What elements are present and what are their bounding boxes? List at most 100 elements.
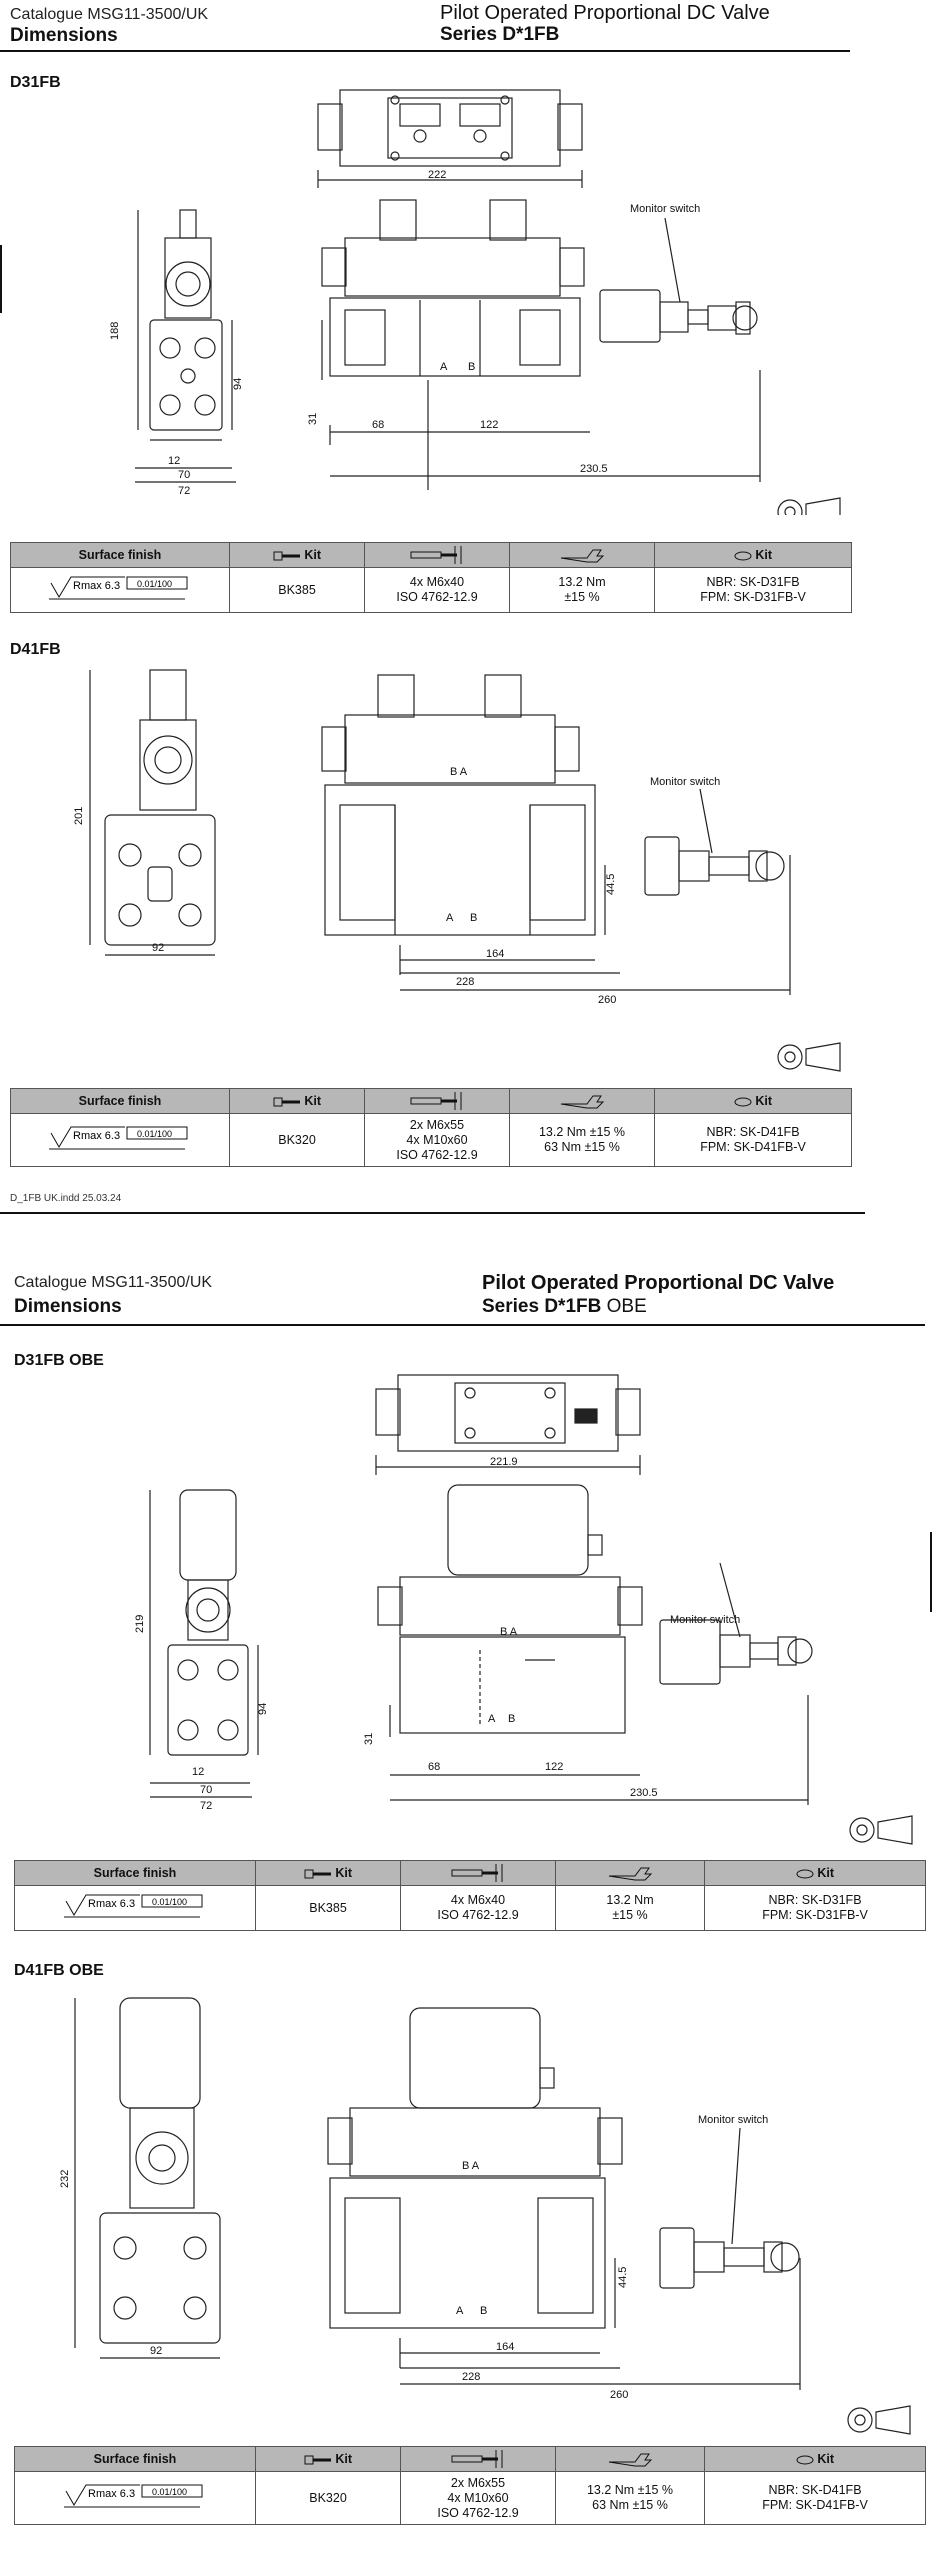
torque-cell: 13.2 Nm ±15 %63 Nm ±15 %	[555, 2471, 705, 2525]
o-ring-icon	[796, 2455, 814, 2465]
d31-dim-122: 122	[480, 419, 498, 431]
seal-kit-header: Kit	[654, 1088, 852, 1114]
caliper-screw-icon	[410, 1092, 462, 1110]
o-ring-icon	[734, 551, 752, 561]
header-rule	[0, 1324, 925, 1326]
d41-symbols	[777, 1042, 841, 1072]
d31obe-dim-230: 230.5	[630, 1787, 658, 1799]
series-suffix: OBE	[601, 1296, 647, 1317]
svg-text:0.01/100: 0.01/100	[137, 579, 172, 589]
d31obe-dim-122: 122	[545, 1761, 563, 1773]
kit-header: Kit	[229, 1088, 365, 1114]
section-title: Dimensions	[14, 1296, 122, 1317]
d41-spec-table: Surface finish Kit Kit Rmax 6.3 0.01/100	[10, 1088, 852, 1167]
screw-kit-icon	[304, 1869, 331, 1879]
torque-header	[509, 542, 655, 568]
roughness-symbol: Rmax 6.3 0.01/100	[64, 2484, 203, 2508]
d31-spec-table: Surface finish Kit Kit Rmax 6.3 0.01/100	[10, 542, 852, 613]
svg-text:0.01/100: 0.01/100	[137, 1129, 172, 1139]
kit-cell: BK385	[255, 1885, 401, 1931]
d41obe-drawing: 232 92 44.5 164 228 260 Monitor switch B…	[59, 1997, 911, 2435]
torque-cell: 13.2 Nm±15 %	[555, 1885, 705, 1931]
d31obe-dim-side: 94	[257, 1703, 269, 1715]
d41obe-dim-44: 44.5	[617, 2267, 629, 2288]
margin-mark	[0, 245, 2, 313]
roughness-symbol: Rmax 6.3 0.01/100	[49, 576, 188, 600]
d31-dim-height: 188	[109, 322, 121, 340]
d31-monitor-switch	[599, 217, 758, 343]
catalogue-number: Catalogue MSG11-3500/UK	[14, 1274, 213, 1291]
surface-finish-cell: Rmax 6.3 0.01/100	[14, 2471, 256, 2525]
d31-dim-a: 12	[168, 455, 180, 467]
d41-dim-44: 44.5	[605, 874, 617, 895]
d41-dim-260: 260	[598, 994, 616, 1006]
caliper-screw-icon	[410, 546, 462, 564]
surface-finish-header: Surface finish	[14, 2446, 256, 2472]
screw-header	[400, 1860, 556, 1886]
screw-header	[364, 1088, 510, 1114]
page-separator	[0, 1212, 865, 1214]
screw-header	[364, 542, 510, 568]
torque-header	[555, 2446, 705, 2472]
svg-text:0.01/100: 0.01/100	[152, 1897, 187, 1907]
d31-drawing: 222 188 94 31 12 70 72 68 122 230.5 Moni…	[109, 89, 841, 515]
d41obe-monitor-label: Monitor switch	[698, 2114, 768, 2126]
torque-cell: 13.2 Nm±15 %	[509, 567, 655, 613]
d41-port-b-top: B A	[450, 766, 468, 778]
d41obe-side-view	[74, 1997, 221, 2359]
svg-text:Rmax 6.3: Rmax 6.3	[88, 1898, 135, 1910]
d41-dim-164: 164	[486, 948, 504, 960]
d31obe-port-ba: B A	[500, 1626, 518, 1638]
d31obe-dim-c: 72	[200, 1800, 212, 1812]
d31-dim-side: 94	[232, 378, 244, 390]
d31obe-port-b: B	[508, 1713, 515, 1725]
series-name: Series D*1FB	[482, 1296, 602, 1317]
screw-kit-icon	[273, 1097, 300, 1107]
surface-finish-header: Surface finish	[10, 1088, 230, 1114]
torque-cell: 13.2 Nm ±15 %63 Nm ±15 %	[509, 1113, 655, 1167]
d31obe-monitor-switch	[659, 1562, 813, 1685]
d31obe-front-view	[377, 1484, 809, 1805]
d41obe-symbols	[847, 2405, 911, 2435]
d31-port-a: A	[440, 361, 448, 373]
seal-kit-header: Kit	[654, 542, 852, 568]
d41obe-port-b: B	[480, 2305, 487, 2317]
torque-header	[509, 1088, 655, 1114]
d31-dim-68: 68	[372, 419, 384, 431]
d41-front-view	[321, 674, 791, 995]
section-title: Dimensions	[10, 25, 118, 46]
d41-dim-height: 201	[73, 807, 85, 825]
surface-finish-cell: Rmax 6.3 0.01/100	[10, 1113, 230, 1167]
d31-dim-top-width: 222	[428, 169, 446, 181]
caliper-screw-icon	[451, 1864, 503, 1882]
d31-dim-230: 230.5	[580, 463, 608, 475]
margin-mark	[930, 1532, 932, 1612]
kit-header: Kit	[255, 1860, 401, 1886]
o-ring-icon	[796, 1869, 814, 1879]
d41obe-section-label: D41FB OBE	[14, 1962, 104, 1979]
footer-file-info: D_1FB UK.indd 25.03.24	[10, 1193, 122, 1204]
d31obe-symbols	[849, 1815, 913, 1845]
torque-header	[555, 1860, 705, 1886]
d31-dim-c: 72	[178, 485, 190, 497]
kit-cell: BK320	[229, 1113, 365, 1167]
d41obe-dim-height: 232	[59, 2170, 71, 2188]
d41-dim-228: 228	[456, 976, 474, 988]
d31obe-top-view	[375, 1374, 641, 1475]
kit-header: Kit	[255, 2446, 401, 2472]
kit-cell: BK385	[229, 567, 365, 613]
d41obe-port-ba: B A	[462, 2160, 480, 2172]
d41obe-spec-table: Surface finish Kit Kit Rmax 6.3 0.01/100	[14, 2446, 926, 2525]
d31-dim-b: 70	[178, 469, 190, 481]
kit-cell: BK320	[255, 2471, 401, 2525]
d41-dim-92: 92	[152, 942, 164, 954]
svg-text:Rmax 6.3: Rmax 6.3	[88, 2488, 135, 2500]
d31obe-monitor-label: Monitor switch	[670, 1614, 740, 1626]
d41-monitor-label: Monitor switch	[650, 776, 720, 788]
